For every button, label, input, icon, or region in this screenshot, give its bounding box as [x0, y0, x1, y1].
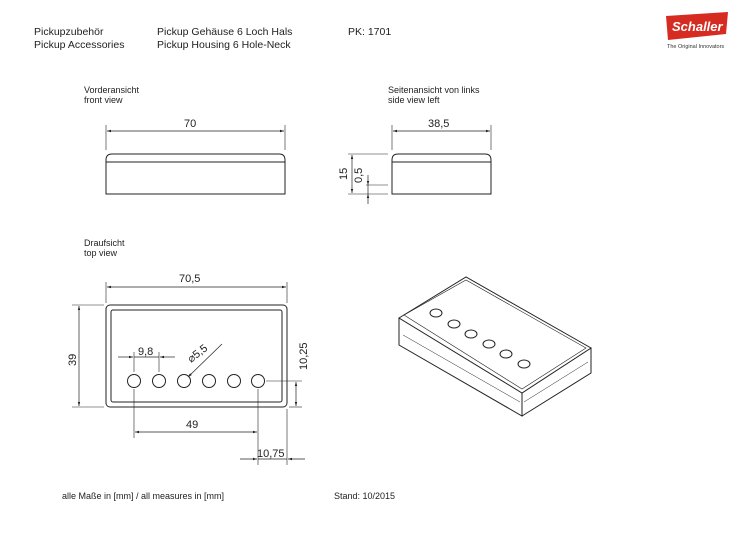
dim-hole-spacing: 9,8 — [138, 346, 153, 358]
brand-logo: Schaller — [664, 10, 730, 42]
top-view-label-de: Draufsicht — [84, 238, 125, 248]
dim-hole-span: 49 — [186, 419, 198, 431]
front-view-label-de: Vorderansicht — [84, 85, 140, 95]
brand-logo-text: Schaller — [672, 19, 724, 34]
front-view-label-en: front view — [84, 95, 123, 105]
hole — [447, 319, 461, 329]
category-de: Pickupzubehör — [34, 26, 104, 38]
hole — [499, 349, 513, 359]
hole — [482, 339, 496, 349]
side-view-label-de: Seitenansicht von links — [388, 85, 480, 95]
side-view-drawing — [348, 125, 492, 204]
hole-diameter-leader — [187, 343, 223, 378]
dim-wall: 0,5 — [353, 168, 365, 183]
brand-logo-graphic: Schaller — [666, 12, 728, 40]
hole — [251, 374, 265, 388]
product-title-de: Pickup Gehäuse 6 Loch Hals — [157, 26, 293, 38]
hole — [177, 374, 191, 388]
dim-top-width: 70,5 — [179, 273, 200, 285]
hole — [429, 308, 443, 318]
dim-hole-offset: 10,25 — [298, 342, 310, 370]
hole — [227, 374, 241, 388]
dim-side-width: 38,5 — [428, 118, 449, 130]
hole-row — [127, 374, 265, 388]
side-view-label-en: side view left — [388, 95, 440, 105]
hole — [464, 329, 478, 339]
dim-hole-diameter: ⌀5,5 — [185, 342, 210, 365]
front-view-drawing — [105, 125, 286, 195]
top-view-label-en: top view — [84, 248, 118, 258]
hole — [127, 374, 141, 388]
isometric-view-drawing — [398, 276, 592, 417]
hole — [202, 374, 216, 388]
dim-height: 15 — [338, 168, 350, 180]
hole — [517, 359, 531, 369]
top-view-drawing — [72, 282, 305, 465]
revision-date: Stand: 10/2015 — [334, 491, 396, 501]
category-en: Pickup Accessories — [34, 39, 125, 51]
product-code: PK: 1701 — [348, 26, 392, 38]
dim-top-height: 39 — [67, 354, 79, 366]
hole — [152, 374, 166, 388]
brand-tagline: The Original Innovators — [667, 44, 725, 50]
dim-edge-offset: 10,75 — [257, 448, 285, 460]
dim-front-width: 70 — [184, 118, 196, 130]
isometric-hole-row — [429, 308, 531, 369]
measures-note: alle Maße in [mm] / all measures in [mm] — [62, 491, 225, 501]
product-title-en: Pickup Housing 6 Hole-Neck — [157, 39, 291, 51]
